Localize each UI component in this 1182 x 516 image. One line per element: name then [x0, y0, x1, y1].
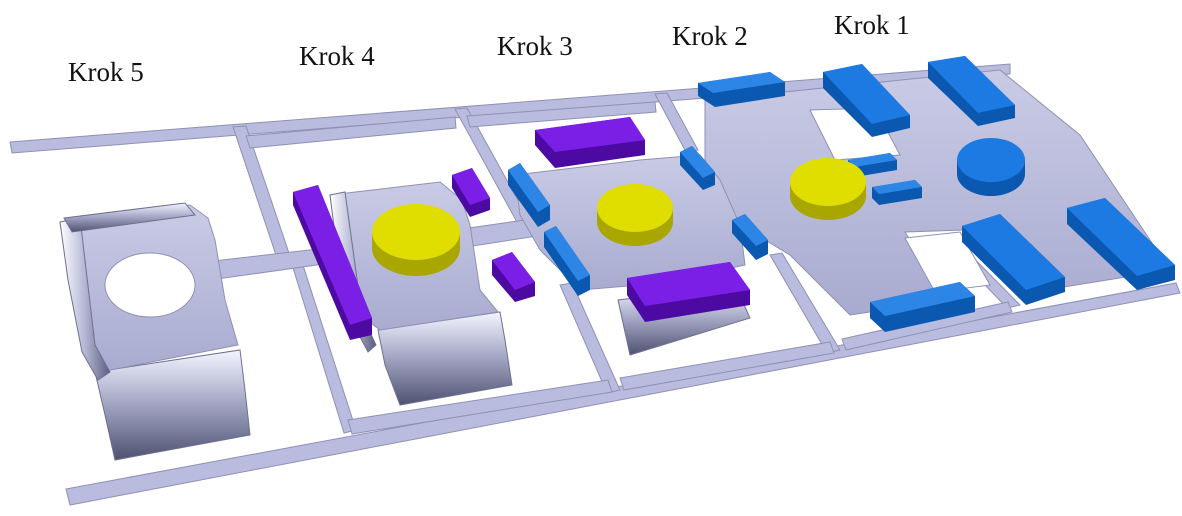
blue-pad [962, 214, 1065, 305]
pierced-hole [104, 252, 196, 318]
yellow-disc [372, 204, 460, 276]
step-label-krok-4: Krok 4 [299, 41, 375, 71]
blue-pad [823, 64, 910, 137]
blue-pad [928, 56, 1015, 126]
station-3 [508, 117, 768, 356]
station-4 [293, 168, 535, 406]
blue-pad [698, 72, 785, 107]
blue-pad [732, 214, 768, 260]
station-1 [698, 56, 1175, 332]
step-label-krok-1: Krok 1 [834, 10, 910, 40]
blue-pad [680, 146, 715, 190]
inner-rail [466, 101, 657, 128]
bent-flange [94, 349, 251, 461]
step-label-krok-3: Krok 3 [497, 31, 573, 61]
web-bar [769, 252, 841, 354]
blue-pad [870, 282, 975, 332]
purple-pad [492, 252, 535, 302]
blue-disc [957, 138, 1025, 196]
purple-pad [627, 262, 750, 322]
blue-pad [508, 163, 550, 227]
blue-pad [1067, 198, 1175, 290]
purple-pad [535, 117, 645, 168]
yellow-disc [597, 184, 673, 246]
blue-pad [872, 180, 922, 205]
inner-rail [347, 379, 613, 435]
step-label-krok-5: Krok 5 [68, 57, 144, 87]
rolled-edge [59, 217, 111, 381]
blue-pad [544, 226, 590, 296]
step-label-krok-2: Krok 2 [672, 21, 748, 51]
purple-bar [293, 185, 372, 340]
purple-pad [452, 168, 490, 217]
web-bar [559, 282, 621, 394]
rolled-lip [63, 202, 196, 233]
inner-rail [619, 341, 835, 391]
inner-rail [245, 116, 457, 149]
station-1-window [904, 231, 991, 293]
bent-flange [377, 311, 513, 406]
yellow-disc [790, 158, 866, 220]
station-5 [59, 202, 251, 461]
web-bar [654, 92, 699, 153]
